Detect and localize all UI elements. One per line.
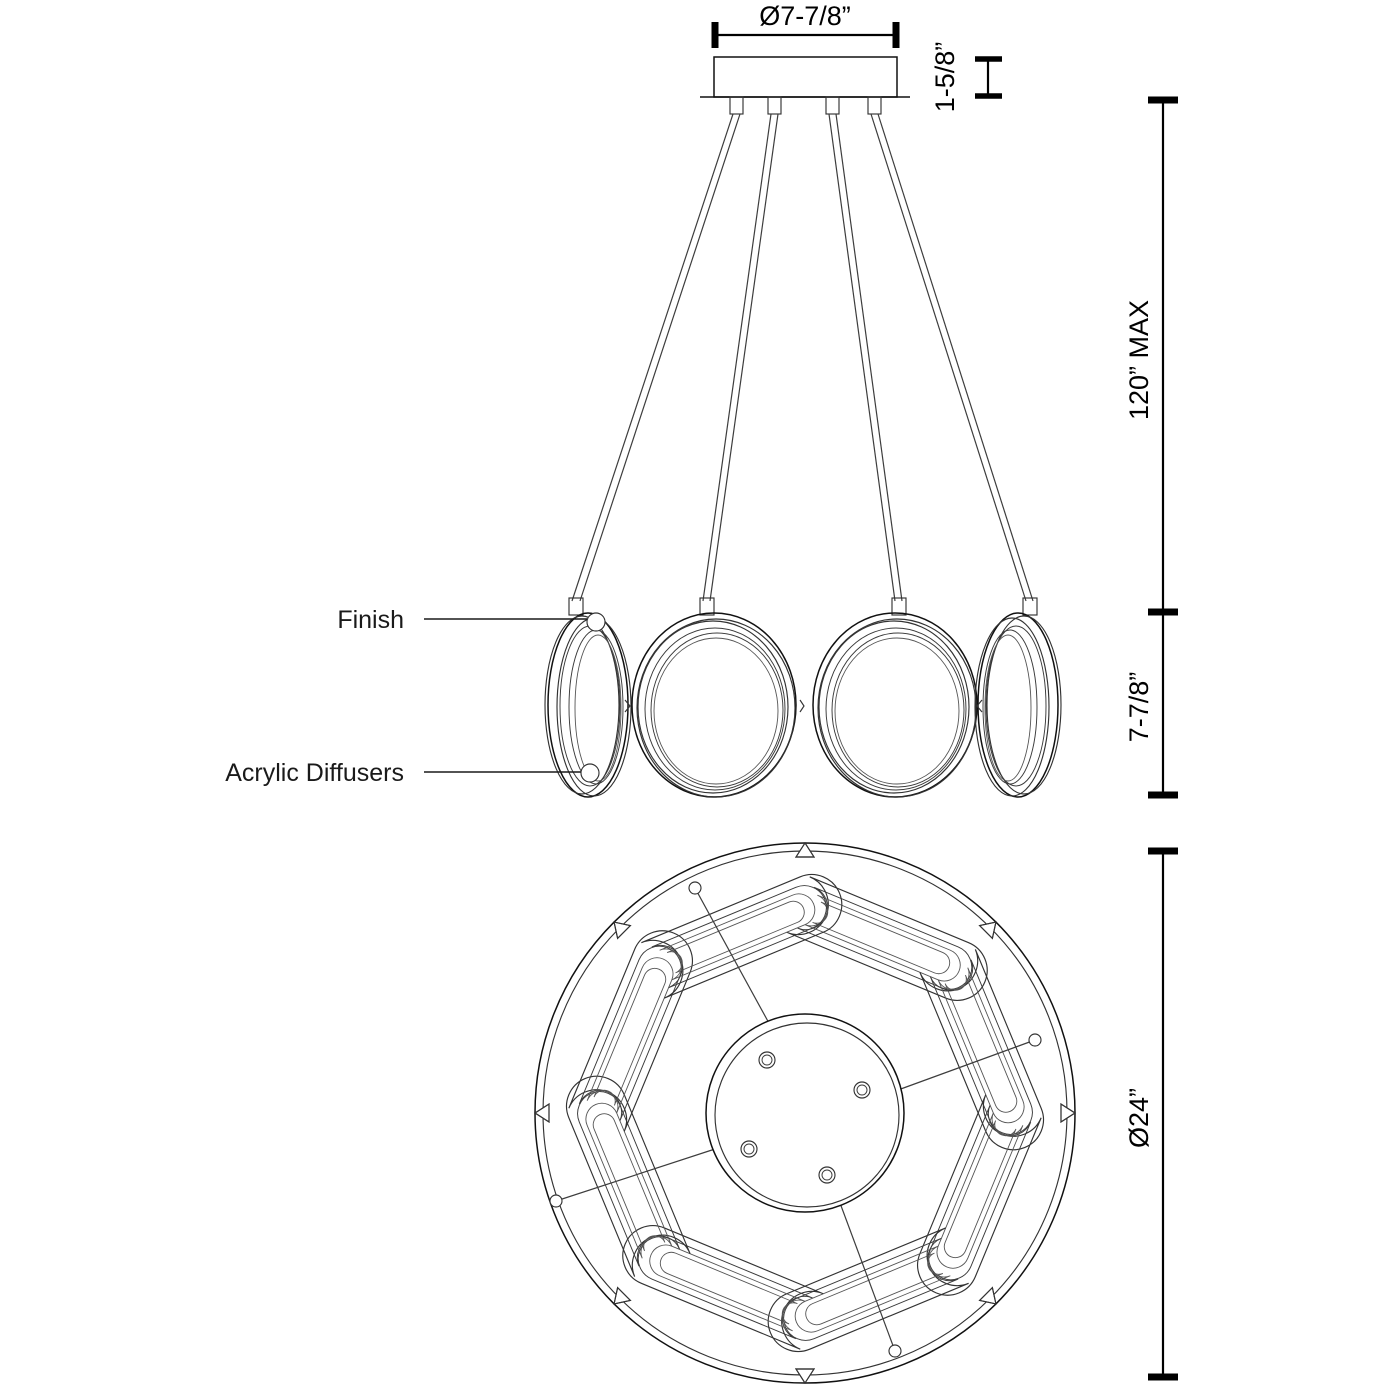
ring-center-left (631, 612, 797, 798)
ring-right-tilted (974, 612, 1062, 798)
fixture-diameter-dimension (1148, 847, 1178, 1381)
drop-and-height-dimension (1148, 96, 1178, 799)
plan-ring-1 (786, 876, 997, 1011)
plan-ring-5 (613, 1215, 824, 1350)
canopy-diameter-label: Ø7-7/8” (759, 1, 851, 31)
canopy-height-dimension (975, 56, 1002, 99)
ring-cluster-elevation (544, 612, 1062, 798)
ring-center-right (812, 612, 978, 798)
plan-ring-7 (568, 921, 703, 1132)
drop-max-label: 120” MAX (1124, 300, 1154, 420)
canopy-height-label: 1-5/8” (930, 42, 960, 113)
fixture-height-label: 7-7/8” (1124, 672, 1154, 743)
canopy-side-elevation (700, 56, 910, 115)
plan-cables (549, 881, 1042, 1358)
canopy-diameter-dimension (711, 22, 900, 48)
finish-callout-label: Finish (337, 606, 404, 634)
callout-target-dots (580, 612, 606, 783)
plan-canopy-disc (705, 1013, 905, 1213)
acrylic-diffusers-callout-label: Acrylic Diffusers (225, 759, 404, 787)
suspension-cables (568, 113, 1038, 616)
plan-ring-3 (907, 1094, 1042, 1305)
fixture-diameter-label: Ø24” (1124, 1088, 1154, 1148)
plan-view-fixture (533, 841, 1077, 1385)
